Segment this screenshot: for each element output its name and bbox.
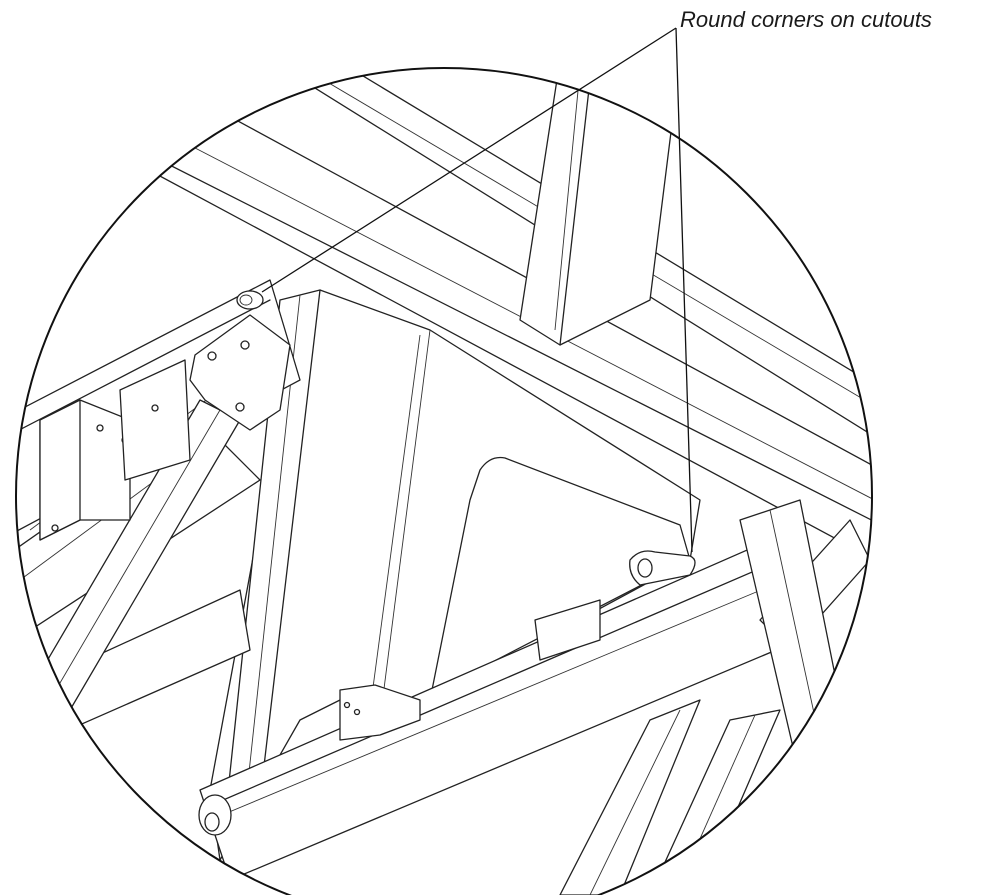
rear-upright — [519, 68, 681, 346]
detail-circle-border — [15, 67, 873, 895]
frame-assembly — [16, 68, 872, 895]
upper-hinge-pin — [236, 290, 264, 310]
lower-brackets — [339, 599, 601, 741]
mounting-brackets — [39, 314, 291, 541]
callout-leaders — [261, 27, 693, 553]
right-hinge-lug — [629, 550, 696, 586]
callout-label: Round corners on cutouts — [680, 7, 932, 32]
central-panel — [209, 289, 701, 861]
lower-hinge-pin — [198, 794, 232, 836]
